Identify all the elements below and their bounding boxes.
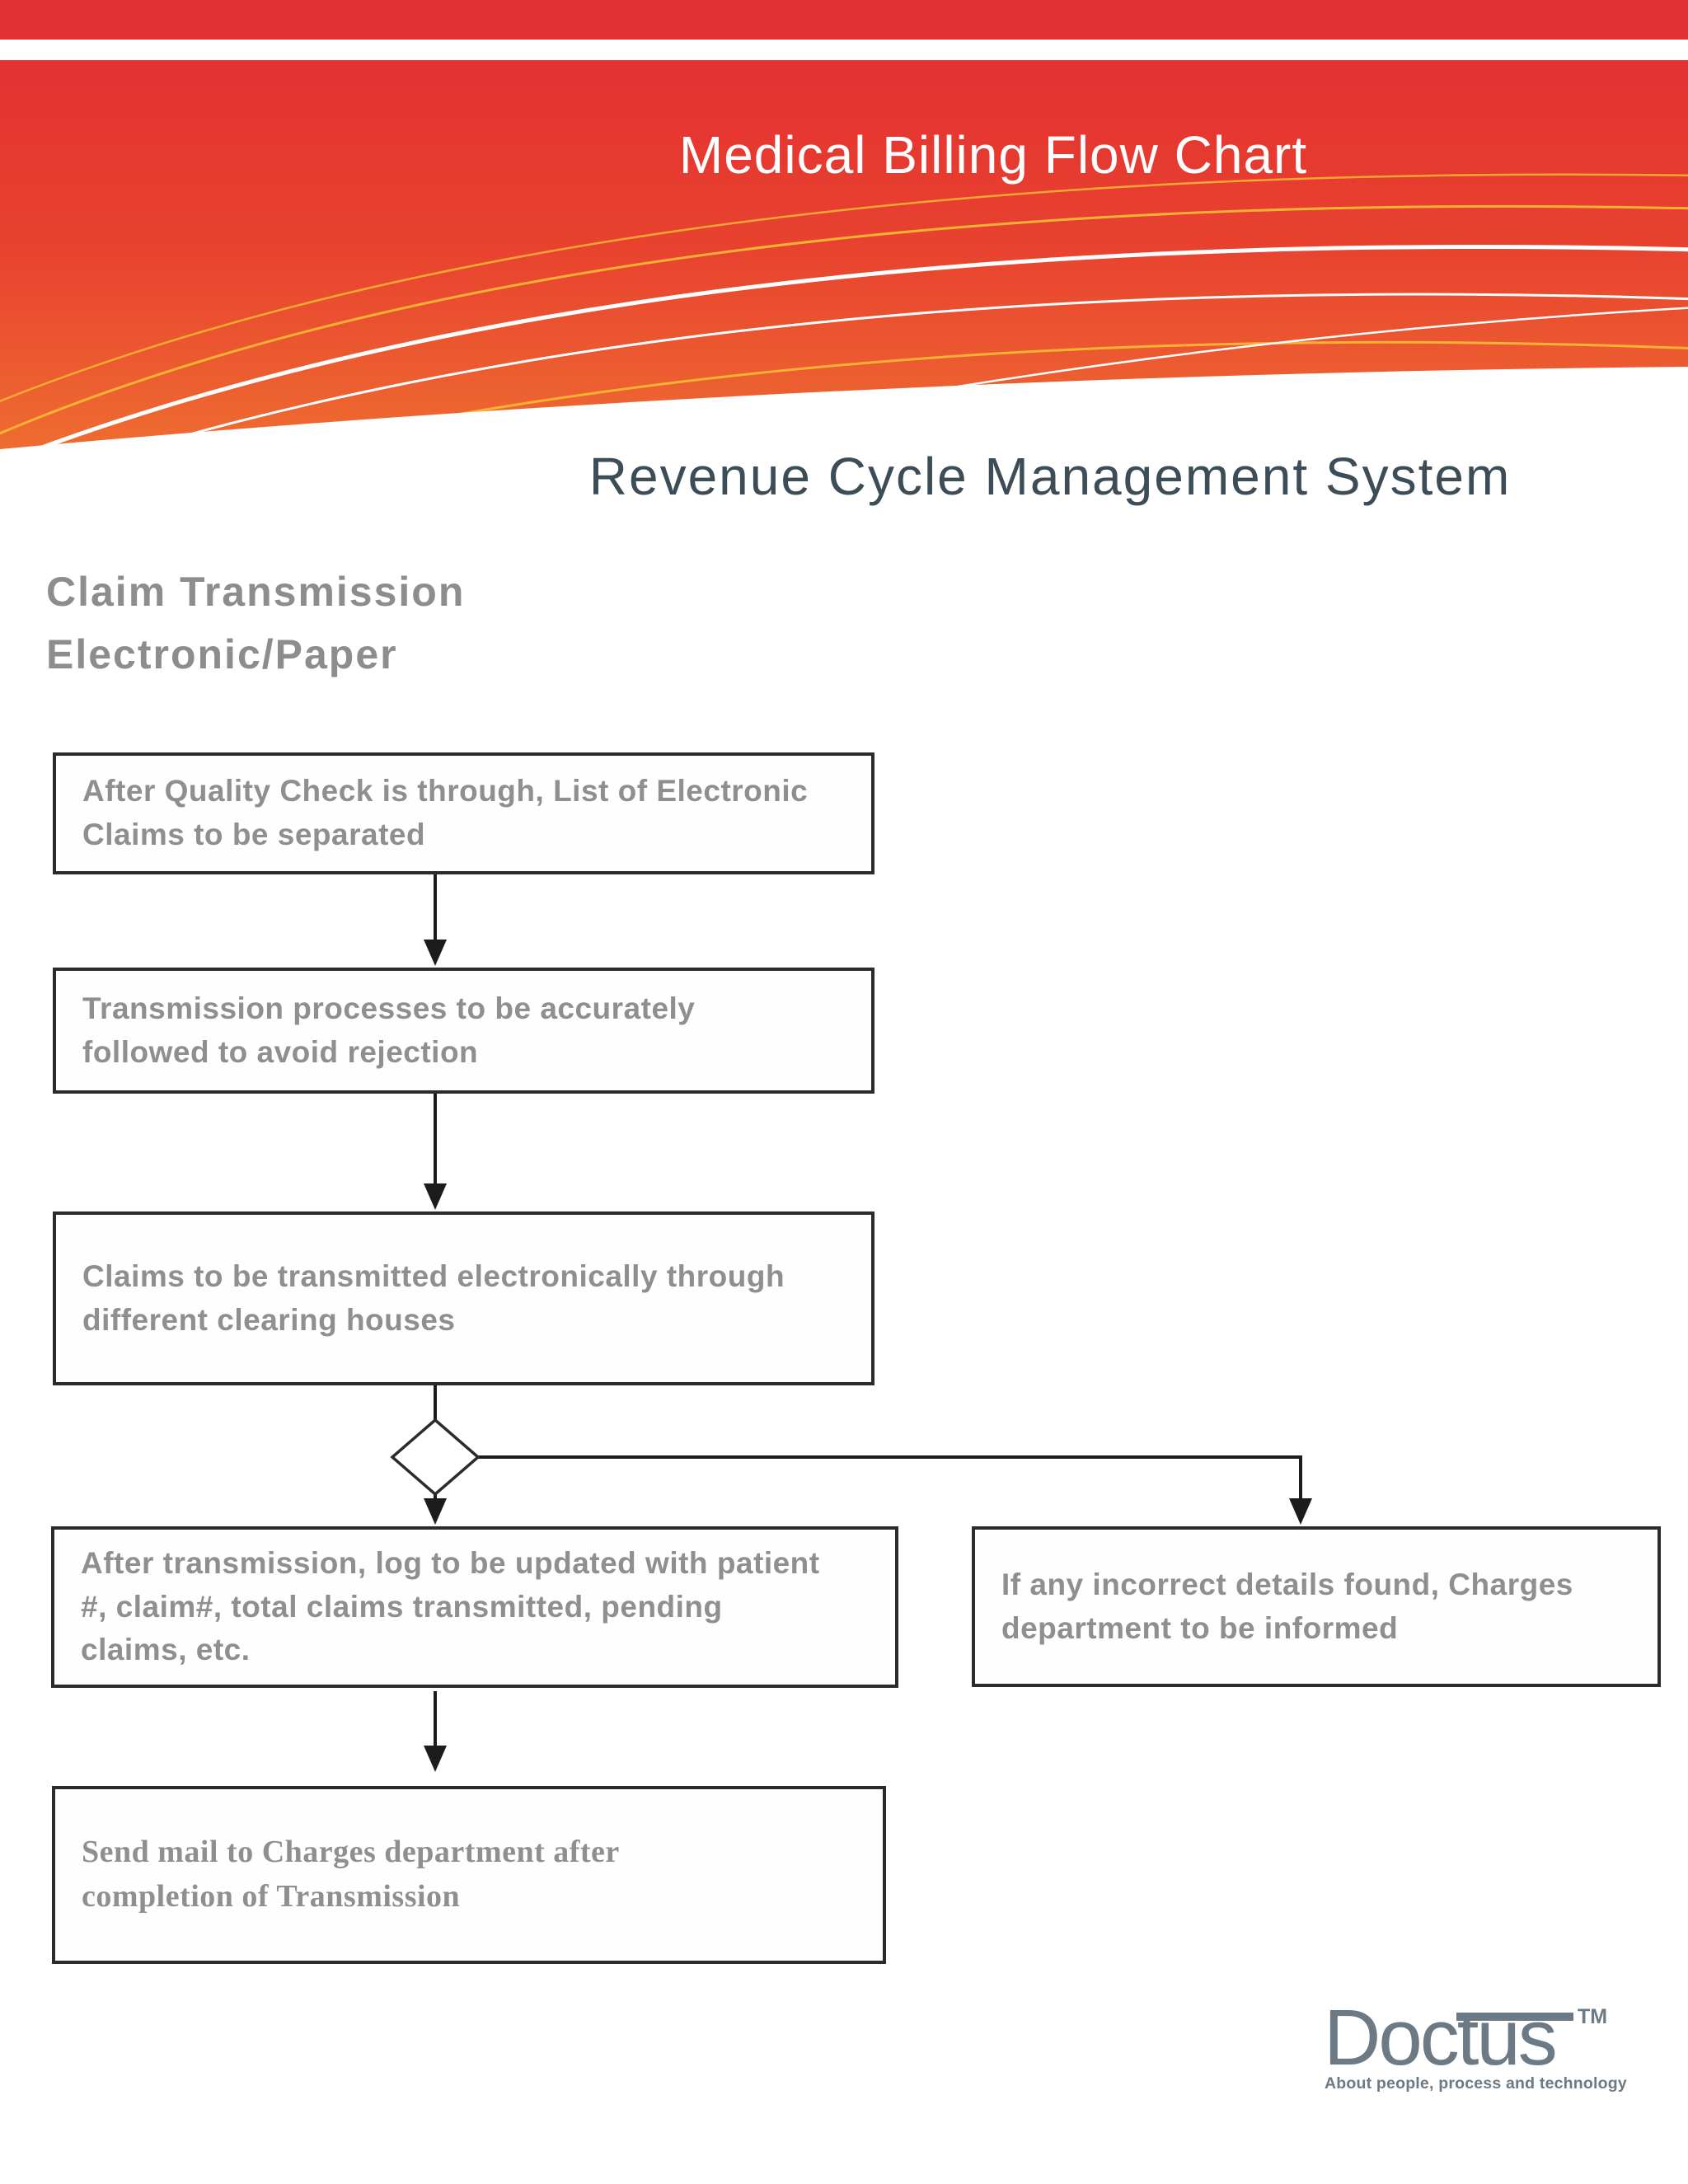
decision-diamond [390,1418,481,1497]
arrowhead-icon [424,1498,447,1525]
flow-box-transmission-process: Transmission processes to be accurately … [53,968,874,1094]
top-red-bar [0,0,1688,40]
logo-crossbar [1456,2013,1573,2021]
swoosh-line [0,244,1688,466]
header-banner-graphic [0,60,1688,472]
arrowhead-icon [424,940,447,966]
banner-bottom-curve [0,367,1688,472]
flow-box-update-log: After transmission, log to be updated wi… [51,1526,898,1688]
trademark-symbol: TM [1578,2005,1608,2028]
arrowhead-icon [424,1183,447,1210]
logo-tagline: About people, process and technology [1325,2074,1627,2093]
flow-box-transmit-clearing-houses: Claims to be transmitted electronically … [53,1212,874,1385]
top-white-stripe [0,40,1688,60]
doctus-logo: Doctus TM About people, process and tech… [1315,1990,1678,2106]
logo-wordmark: Doctus [1324,1994,1558,2082]
flow-box-quality-check: After Quality Check is through, List of … [53,752,874,874]
flow-box-incorrect-details: If any incorrect details found, Charges … [972,1526,1661,1687]
arrowhead-icon [1289,1498,1312,1525]
connector-elbow [478,1455,1302,1500]
section-heading: Claim Transmission Electronic/Paper [46,569,466,677]
page-title: Medical Billing Flow Chart [678,125,1308,185]
subtitle: Revenue Cycle Management System [588,447,1512,506]
swoosh-line [0,204,1688,435]
flow-box-send-mail: Send mail to Charges department after co… [52,1786,886,1964]
swoosh-line [0,173,1688,403]
arrowhead-icon [424,1746,447,1772]
